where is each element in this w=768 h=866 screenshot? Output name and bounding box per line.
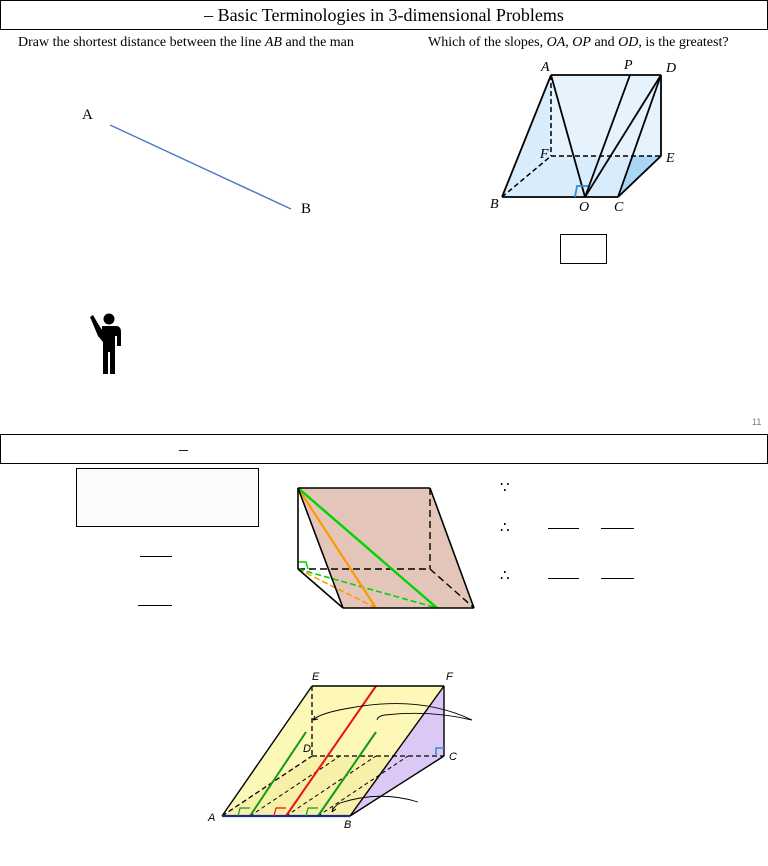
page-number: 11 bbox=[752, 417, 762, 427]
slab-diagram bbox=[297, 487, 475, 609]
man-icon bbox=[90, 313, 121, 374]
point-p: P bbox=[624, 58, 633, 73]
slide1-title-bar: – Basic Terminologies in 3-dimensional P… bbox=[0, 0, 768, 30]
inclined-plane-diagram bbox=[221, 685, 473, 818]
blank-line-2[interactable] bbox=[138, 605, 172, 606]
line-ab bbox=[109, 124, 292, 210]
note-box[interactable] bbox=[76, 468, 259, 527]
point-b: B bbox=[490, 197, 499, 212]
slide2-title: – bbox=[179, 438, 188, 459]
blank-line-3[interactable] bbox=[548, 528, 579, 529]
prism-diagram bbox=[501, 74, 662, 198]
point-d: D bbox=[666, 61, 677, 76]
point-c2: C bbox=[449, 751, 457, 763]
slope-od bbox=[584, 74, 662, 198]
blank-line-6[interactable] bbox=[601, 578, 634, 579]
slide1-title: – Basic Terminologies in 3-dimensional P… bbox=[204, 4, 564, 25]
blank-line-4[interactable] bbox=[601, 528, 634, 529]
line-ab-diagram bbox=[109, 124, 292, 210]
point-a2: A bbox=[208, 812, 216, 824]
point-f: F bbox=[540, 147, 549, 162]
slope-oa bbox=[550, 74, 586, 198]
point-a: A bbox=[541, 60, 550, 75]
question-1-text: Draw the shortest distance between the l… bbox=[18, 35, 354, 50]
label-a: A bbox=[82, 107, 93, 123]
point-d2: D bbox=[303, 743, 311, 755]
point-e2: E bbox=[312, 671, 320, 683]
therefore-symbol-2: ∴ bbox=[500, 568, 510, 584]
point-c: C bbox=[614, 200, 624, 215]
blank-line-5[interactable] bbox=[548, 578, 579, 579]
slide2-title-bar: – bbox=[0, 434, 768, 464]
slope-op bbox=[584, 74, 631, 198]
question-2-text: Which of the slopes, OA, OP and OD, is t… bbox=[428, 35, 729, 50]
right-angle-marker bbox=[574, 185, 588, 198]
point-e: E bbox=[666, 151, 675, 166]
blank-line-1[interactable] bbox=[140, 556, 172, 557]
point-b2: B bbox=[344, 819, 352, 831]
answer-box[interactable] bbox=[560, 234, 607, 264]
because-symbol: ∵ bbox=[500, 480, 510, 496]
point-o: O bbox=[579, 200, 590, 215]
point-f2: F bbox=[446, 671, 453, 683]
label-b: B bbox=[301, 201, 312, 217]
therefore-symbol-1: ∴ bbox=[500, 520, 510, 536]
